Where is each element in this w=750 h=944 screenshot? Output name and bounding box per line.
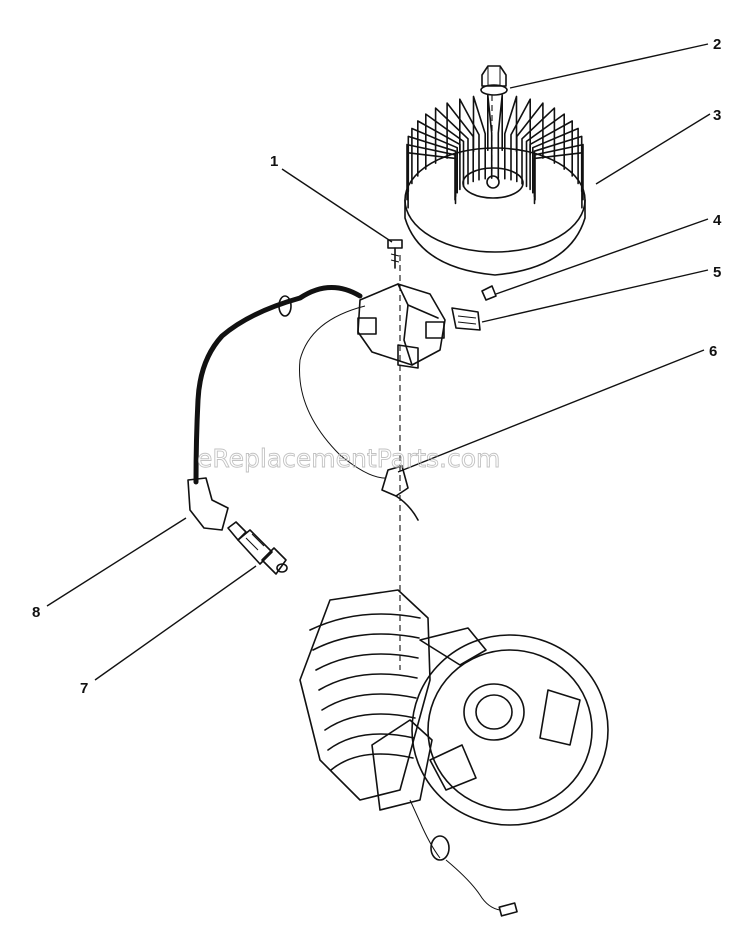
leader-1 bbox=[281, 168, 393, 243]
flywheel-fin bbox=[533, 152, 583, 209]
leader-7 bbox=[94, 565, 257, 681]
flywheel-fin bbox=[407, 135, 457, 197]
flywheel-fin bbox=[459, 98, 480, 181]
cylinder-fin bbox=[309, 613, 421, 631]
flywheel-fin bbox=[472, 95, 486, 180]
callout-1: 1 bbox=[270, 153, 278, 170]
callout-4: 4 bbox=[713, 212, 722, 229]
flywheel-fin bbox=[407, 152, 457, 209]
flywheel-fin bbox=[521, 107, 556, 185]
cylinder-fin bbox=[315, 653, 419, 671]
leader-4 bbox=[495, 218, 709, 295]
engine-block bbox=[299, 589, 609, 826]
flywheel-fin bbox=[533, 135, 583, 197]
flywheel-key bbox=[481, 285, 497, 301]
flywheel-fin bbox=[434, 107, 469, 185]
high-tension-lead bbox=[193, 285, 363, 485]
flywheel-fin bbox=[487, 94, 493, 179]
ignition-module bbox=[357, 283, 481, 369]
callout-8: 8 bbox=[32, 604, 40, 621]
flywheel-fin bbox=[425, 113, 465, 188]
cylinder-fin bbox=[324, 713, 416, 731]
flywheel-fin bbox=[417, 120, 461, 191]
flywheel bbox=[404, 94, 586, 276]
leader-2 bbox=[509, 43, 709, 89]
watermark-text: eReplacementParts.com bbox=[197, 444, 500, 473]
lead-grommet bbox=[278, 295, 292, 317]
leader-3 bbox=[595, 113, 711, 185]
flywheel-fin bbox=[510, 98, 531, 181]
flywheel-fin bbox=[516, 102, 544, 183]
callout-3: 3 bbox=[713, 107, 721, 124]
flywheel-fin bbox=[497, 94, 503, 179]
spark-plug-boot bbox=[187, 477, 229, 531]
flywheel-fin bbox=[411, 127, 458, 194]
callout-7: 7 bbox=[80, 680, 88, 697]
cylinder-fin bbox=[321, 693, 417, 711]
flywheel-fin bbox=[532, 127, 579, 194]
cylinder-fin bbox=[327, 733, 415, 751]
flywheel-nut bbox=[480, 65, 508, 96]
cylinder-fin bbox=[330, 753, 414, 771]
callout-6: 6 bbox=[709, 343, 717, 360]
flywheel-fin bbox=[529, 120, 573, 191]
ground-wire bbox=[299, 305, 386, 479]
ground-lead bbox=[409, 799, 518, 917]
screw bbox=[387, 239, 403, 269]
leader-8 bbox=[46, 517, 187, 607]
callout-2: 2 bbox=[713, 36, 721, 53]
spark-plug bbox=[227, 521, 288, 575]
leader-6 bbox=[397, 349, 705, 473]
callout-5: 5 bbox=[713, 264, 721, 281]
wire-clip bbox=[381, 465, 419, 521]
leader-5 bbox=[481, 269, 709, 323]
cylinder-fin bbox=[312, 633, 420, 651]
cylinder-fin bbox=[318, 673, 418, 691]
